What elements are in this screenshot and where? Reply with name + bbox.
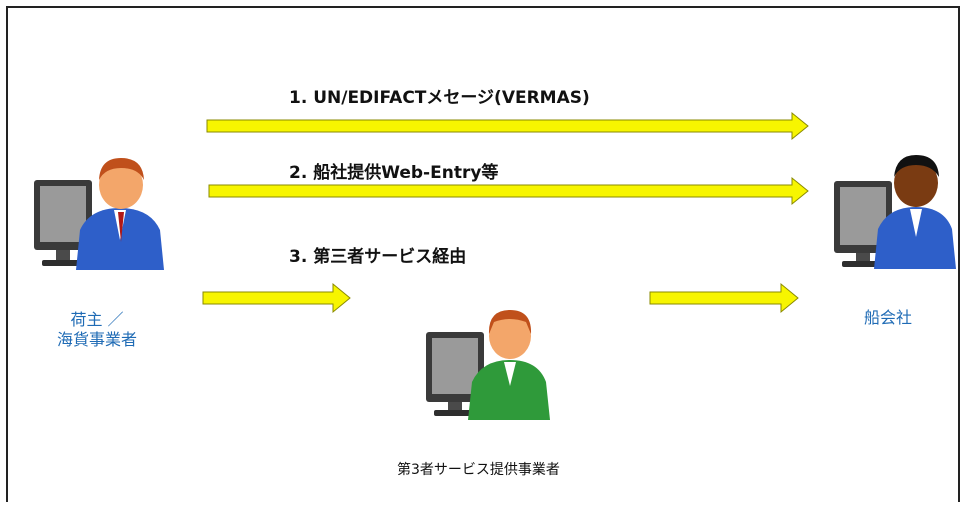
shipper-label-line1: 荷主 ／: [70, 310, 124, 329]
shipper-label-line2: 海貨事業者: [56, 330, 137, 349]
route-3-label: 3. 第三者サービス経由: [289, 247, 467, 267]
third-party-person-icon: [426, 310, 550, 420]
shipper-person-icon: [34, 158, 164, 270]
carrier-person-icon: [834, 155, 956, 269]
route-3-arrow-left: [202, 282, 351, 314]
route-3-arrow-right: [649, 282, 799, 314]
route-1-label: 1. UN/EDIFACTメセージ(VERMAS): [289, 88, 590, 108]
carrier-label: 船会社: [863, 308, 912, 327]
shipper-label: 荷主 ／ 海貨事業者: [42, 310, 152, 350]
third-party-label: 第3者サービス提供事業者: [397, 462, 560, 478]
route-1-arrow: [206, 111, 809, 141]
route-2-label: 2. 船社提供Web-Entry等: [289, 163, 499, 183]
route-2-arrow: [208, 176, 809, 206]
